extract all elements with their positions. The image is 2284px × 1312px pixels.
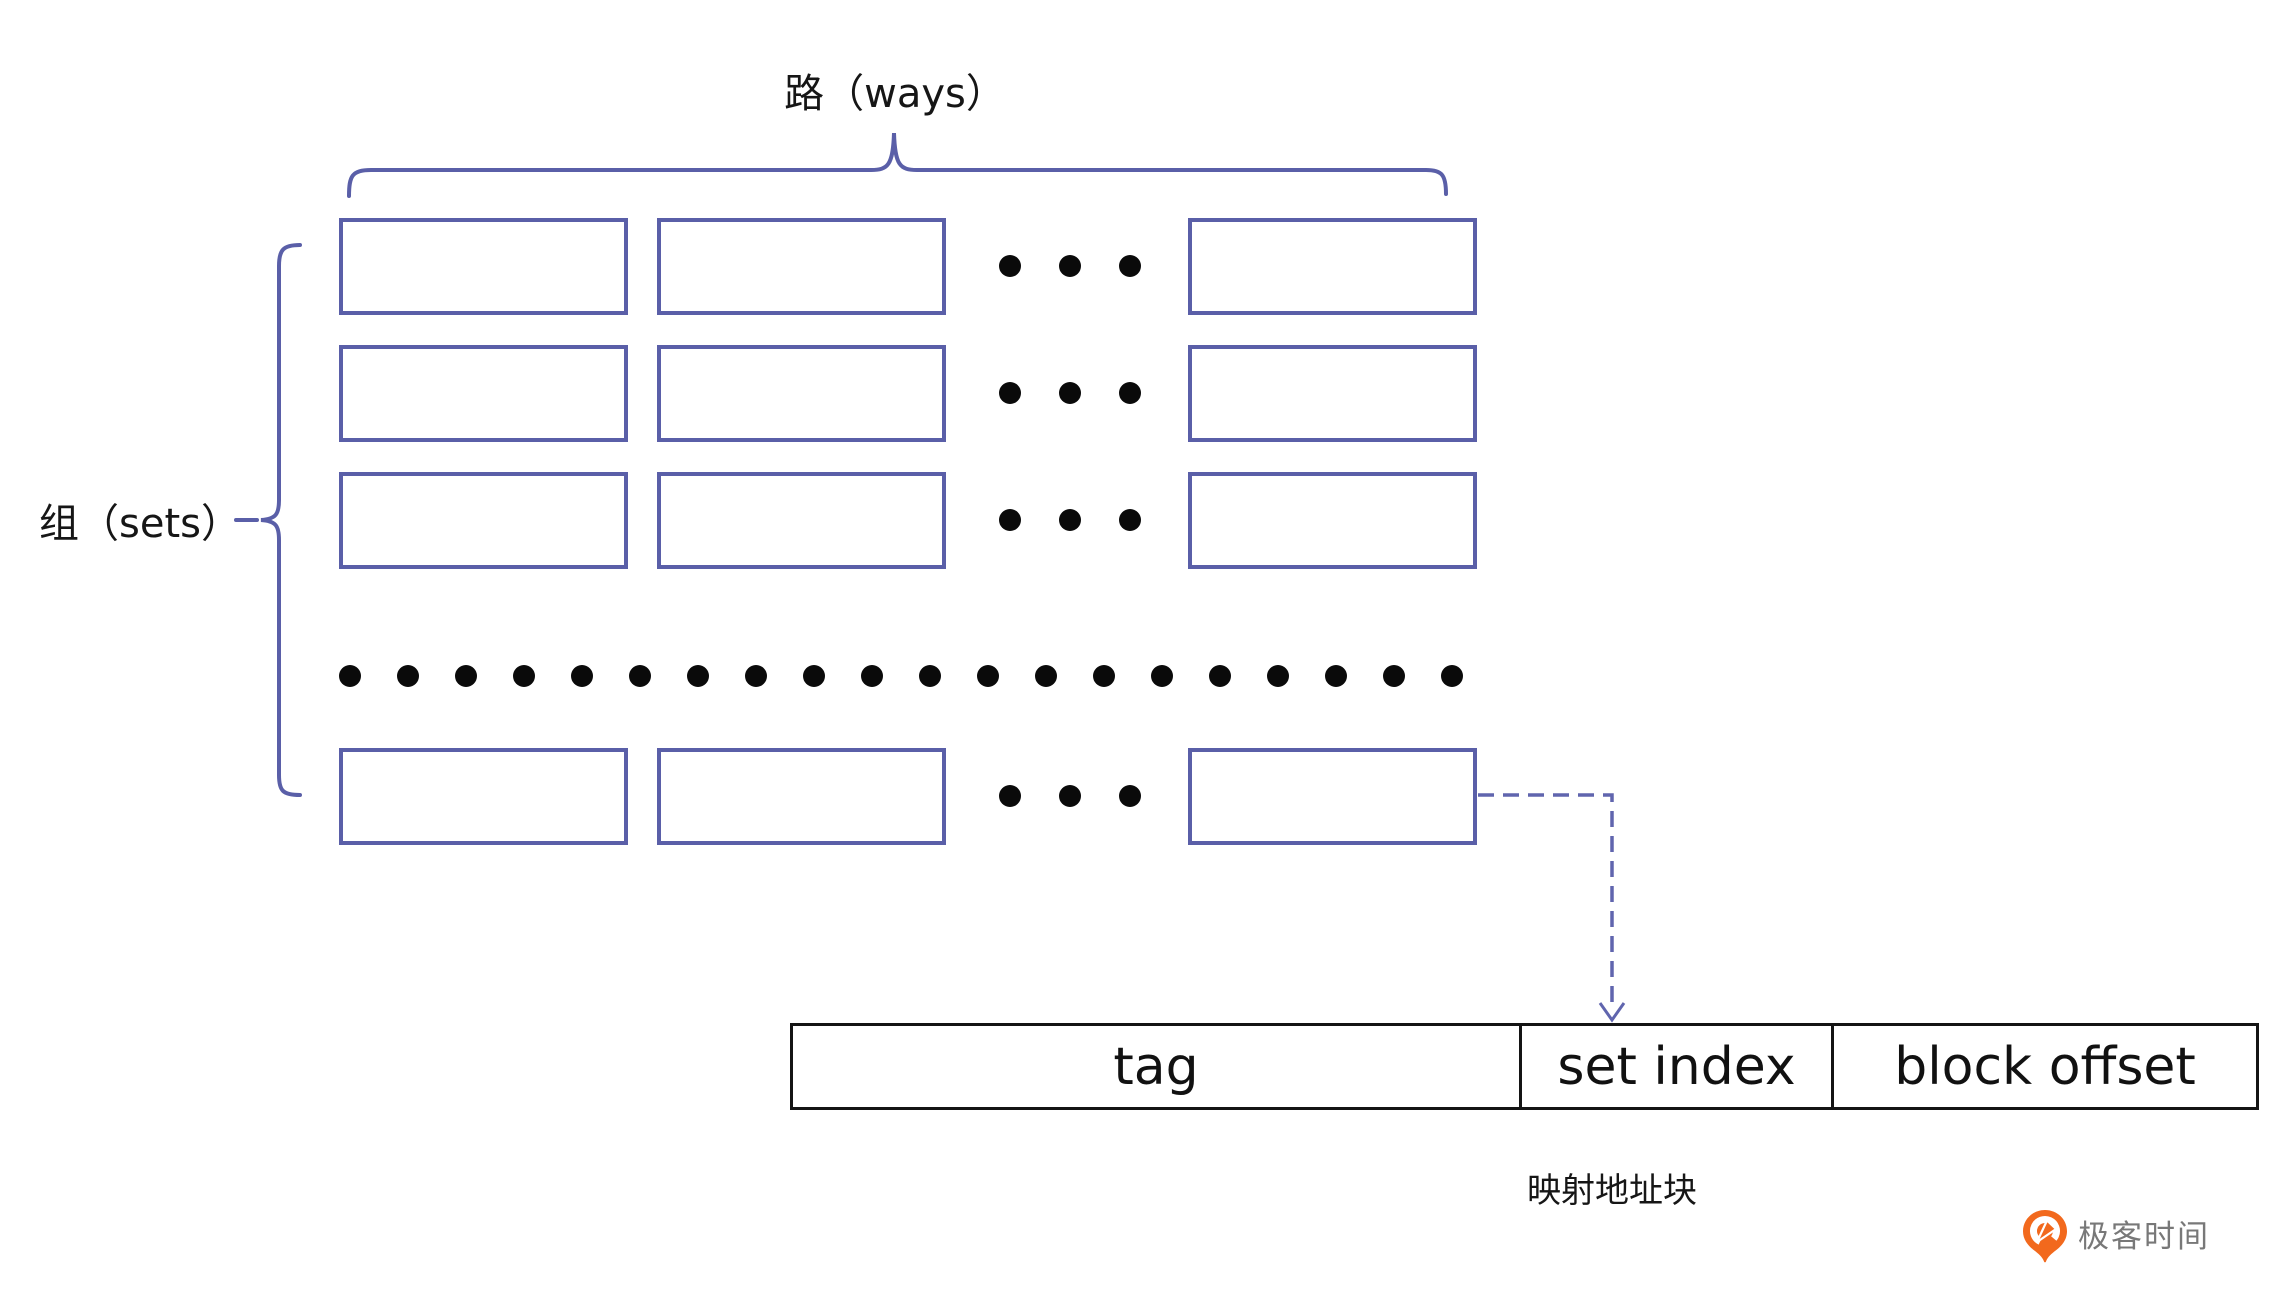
- mapping-dashed-line: [1478, 793, 1614, 1008]
- mapping-arrowhead-icon: [1598, 1002, 1626, 1023]
- sets-label: 组（sets）: [39, 501, 241, 547]
- address-field-block-offset: block offset: [1831, 1026, 2256, 1107]
- mapping-address-caption: 映射地址块: [1527, 1171, 1697, 1211]
- cache-block-r2c2: [657, 345, 946, 442]
- ways-ellipsis-row1: [999, 255, 1141, 277]
- cache-block-r3c2: [657, 472, 946, 569]
- ways-ellipsis-row3: [999, 509, 1141, 531]
- ways-ellipsis-rowN: [999, 785, 1141, 807]
- cache-block-r1c2: [657, 218, 946, 315]
- ways-ellipsis-row2: [999, 382, 1141, 404]
- cache-block-r1c1: [339, 218, 628, 315]
- cache-block-r3c1: [339, 472, 628, 569]
- ways-label: 路（ways）: [784, 71, 1006, 117]
- geektime-logo-text: 极客时间: [2078, 1219, 2210, 1255]
- cache-block-r3cN: [1188, 472, 1477, 569]
- address-field-tag: tag: [1113, 1036, 1199, 1097]
- cache-block-rNcN: [1188, 748, 1477, 845]
- address-table: tag set index block offset: [790, 1023, 2259, 1110]
- cache-block-r2cN: [1188, 345, 1477, 442]
- address-field-set-index: set index: [1519, 1026, 1831, 1107]
- ways-brace: [347, 132, 1448, 198]
- cache-block-r2c1: [339, 345, 628, 442]
- cache-block-rNc1: [339, 748, 628, 845]
- geektime-pin-icon: [2023, 1210, 2067, 1263]
- geektime-logo: 极客时间: [2022, 1209, 2210, 1265]
- cache-block-rNc2: [657, 748, 946, 845]
- sets-brace: [260, 243, 302, 797]
- cache-block-r1cN: [1188, 218, 1477, 315]
- sets-ellipsis-row: [339, 665, 1463, 687]
